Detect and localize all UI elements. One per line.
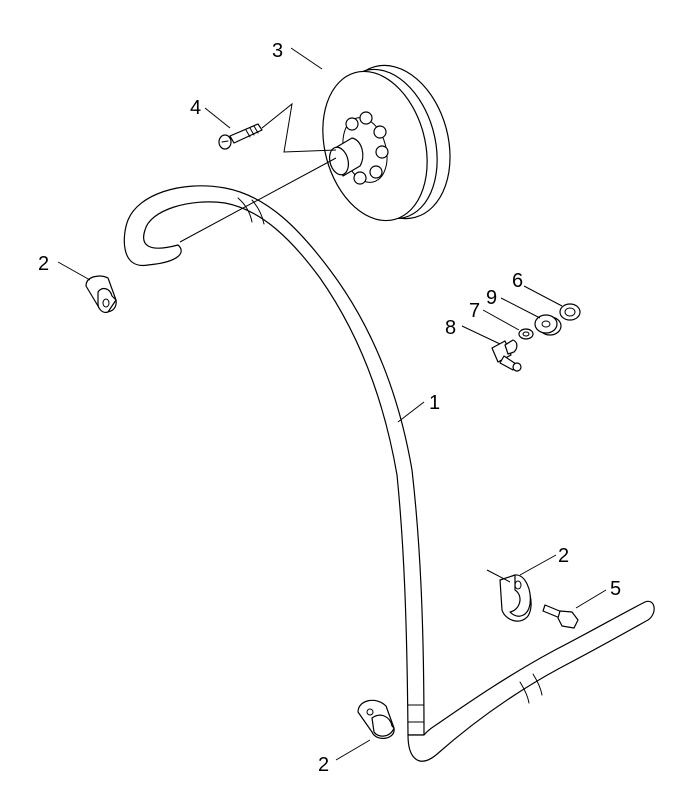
part-8-fitting	[491, 339, 522, 372]
part-3-pulley	[322, 64, 451, 222]
callout-3: 3	[272, 40, 283, 62]
callout-labels: 3 4 2 1 6 9 7 8 2 5 2	[38, 40, 621, 776]
part-2-clamp-lower-right	[499, 574, 532, 622]
callout-6: 6	[512, 270, 523, 292]
part-7-small-washer	[518, 328, 534, 340]
callout-7: 7	[469, 300, 480, 322]
callout-9: 9	[486, 287, 497, 309]
callout-2-upper-left: 2	[38, 253, 49, 275]
part-2-clamp-upper-left	[85, 275, 117, 313]
part-1-hose	[123, 185, 655, 762]
part-9-spacer	[534, 314, 562, 336]
part-5-screw	[542, 604, 579, 629]
callout-5: 5	[610, 578, 621, 600]
part-4-bolt	[218, 123, 263, 150]
callout-4: 4	[190, 97, 201, 119]
callout-8: 8	[445, 317, 456, 339]
callout-2-lower-right: 2	[558, 545, 569, 567]
part-2-clamp-bottom	[357, 699, 395, 739]
callout-1: 1	[429, 392, 440, 414]
part-6-washer	[559, 303, 581, 321]
callout-2-bottom: 2	[318, 754, 329, 776]
leader-lines	[57, 47, 607, 761]
